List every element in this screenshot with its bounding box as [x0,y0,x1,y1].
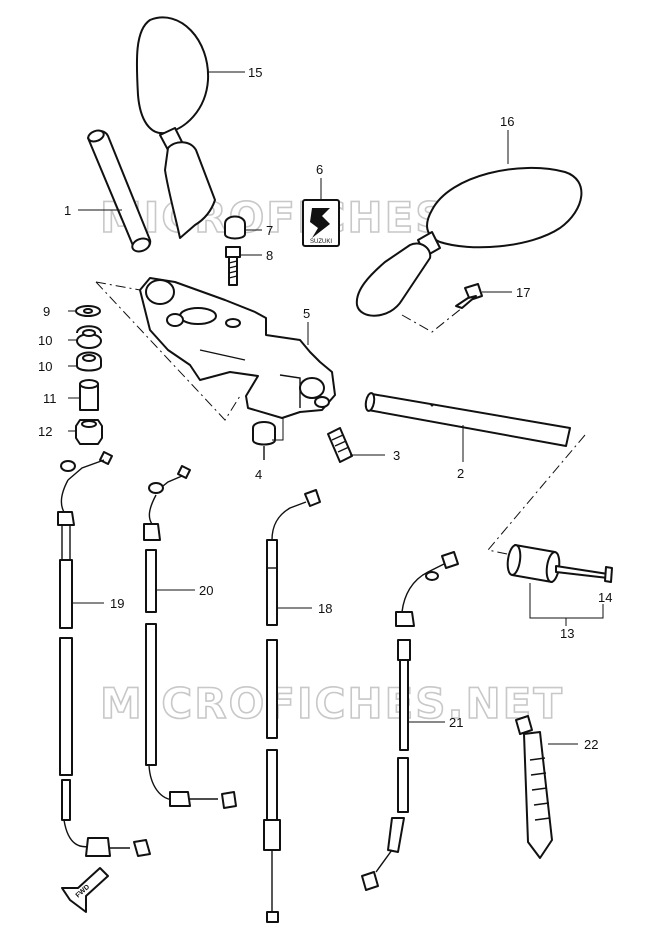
cap [224,215,246,240]
bolt-3 [327,427,353,463]
emblem-text: SUZUKI [310,239,332,245]
callout-10a: 10 [38,333,52,348]
callout-10b: 10 [38,359,52,374]
callout-6: 6 [316,162,323,177]
bolt-17 [455,283,483,309]
callout-8: 8 [266,248,273,263]
cap-4 [252,421,276,446]
callout-5: 5 [303,306,310,321]
callout-12: 12 [38,424,52,439]
cable-18 [263,489,321,923]
callout-3: 3 [393,448,400,463]
callout-2: 2 [457,466,464,481]
grommet-10b [76,351,102,372]
bar-end-screw [555,565,613,583]
handlebar-holder [139,277,336,419]
callout-15: 15 [248,65,262,80]
spacer-11 [79,379,99,411]
callout-11: 11 [43,391,57,406]
right-mirror [355,166,583,317]
callout-20: 20 [199,583,213,598]
callout-19: 19 [110,596,124,611]
callout-21: 21 [449,715,463,730]
left-mirror [135,16,216,239]
nut-12 [75,419,103,445]
suzuki-emblem: SUZUKI [302,199,340,247]
callout-1: 1 [64,203,71,218]
callout-7: 7 [266,223,273,238]
callout-14: 14 [598,590,612,605]
callout-9: 9 [43,304,50,319]
washer-9 [75,305,101,317]
grommet-10a [76,325,102,349]
callout-18: 18 [318,601,332,616]
watermark-bottom: MICROFICHES.NET [100,679,564,728]
grip [87,129,152,253]
callout-4: 4 [255,467,262,482]
cable-19 [57,451,151,857]
bolt-8 [225,246,241,286]
callout-16: 16 [500,114,514,129]
cable-20 [143,465,237,809]
cable-tie [515,715,553,859]
handlebar-pipe [364,392,571,447]
bar-end-weight [506,544,561,583]
fwd-arrow-icon: FWD [61,867,109,913]
callout-13: 13 [560,626,574,641]
callout-17: 17 [516,285,530,300]
callout-22: 22 [584,737,598,752]
cable-21 [361,551,459,891]
